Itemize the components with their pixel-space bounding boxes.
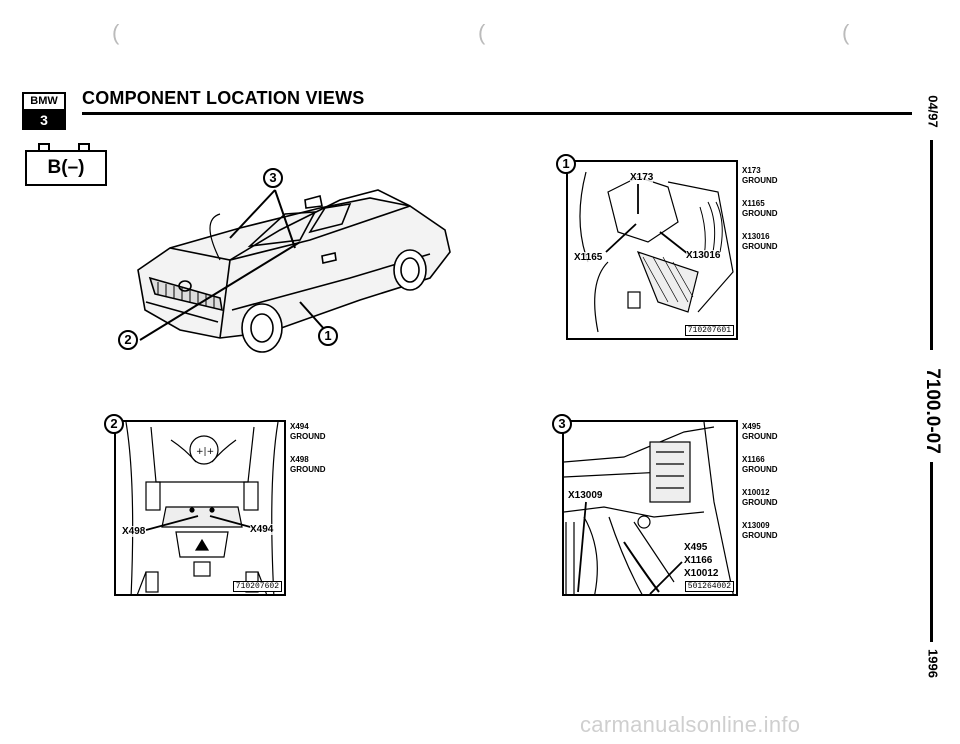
- legend-code: X173: [742, 166, 761, 175]
- legend-code: X13016: [742, 232, 770, 241]
- svg-text:+|+: +|+: [196, 447, 214, 457]
- legend-desc: GROUND: [742, 498, 778, 507]
- battery-negative-symbol: B(–): [25, 150, 107, 186]
- part-number: 710207601: [684, 325, 734, 336]
- scan-mark: (: [478, 20, 486, 45]
- label-x13009: X13009: [568, 490, 603, 501]
- detail-panel-2: +|+ X498 X494 710207602: [114, 420, 286, 596]
- bmw-3-series-logo: BMW 3: [22, 92, 66, 130]
- battery-terminal-icon: [38, 143, 50, 150]
- side-doc-code: 7100.0-07: [922, 368, 943, 454]
- legend-desc: GROUND: [742, 531, 778, 540]
- side-year: 1996: [925, 649, 941, 678]
- legend-desc: GROUND: [290, 432, 326, 441]
- label-x13016: X13016: [686, 250, 721, 261]
- logo-series-text: 3: [24, 111, 64, 130]
- label-x498: X498: [122, 526, 146, 537]
- legend-code: X498: [290, 455, 309, 464]
- car-overview-illustration: [137, 189, 451, 353]
- legend-desc: GROUND: [742, 209, 778, 218]
- label-x494: X494: [250, 524, 274, 535]
- panel-2-callout: 2: [104, 414, 124, 434]
- legend-desc: GROUND: [742, 432, 778, 441]
- legend-desc: GROUND: [742, 465, 778, 474]
- label-x495: X495: [684, 542, 708, 553]
- panel-3-illustration: [564, 422, 734, 594]
- label-x10012: X10012: [684, 568, 719, 579]
- label-x173: X173: [630, 172, 654, 183]
- logo-brand-text: BMW: [24, 94, 64, 111]
- label-x1166: X1166: [684, 555, 713, 566]
- panel-1-illustration: [579, 171, 734, 333]
- scan-mark: (: [842, 20, 850, 45]
- legend-code: X10012: [742, 488, 770, 497]
- side-rule: [930, 462, 933, 642]
- panel-3-callout: 3: [552, 414, 572, 434]
- battery-terminal-icon: [78, 143, 90, 150]
- legend-desc: GROUND: [742, 176, 778, 185]
- legend-code: X1166: [742, 455, 765, 464]
- label-x1165: X1165: [574, 252, 603, 263]
- part-number: 710207602: [232, 581, 282, 592]
- legend-code: X13009: [742, 521, 770, 530]
- callout-3: 3: [263, 168, 283, 188]
- part-number: 501264002: [684, 581, 734, 592]
- callout-1: 1: [318, 326, 338, 346]
- callout-2: 2: [118, 330, 138, 350]
- page-title: COMPONENT LOCATION VIEWS: [82, 88, 365, 108]
- title-rule: [82, 112, 912, 115]
- side-rule: [930, 140, 933, 350]
- panel-1-callout: 1: [556, 154, 576, 174]
- legend-desc: GROUND: [290, 465, 326, 474]
- panel-2-illustration: +|+: [125, 422, 279, 594]
- legend-desc: GROUND: [742, 242, 778, 251]
- detail-panel-3: X13009 X495 X1166 X10012 501264002: [562, 420, 738, 596]
- legend-code: X494: [290, 422, 309, 431]
- legend-code: X1165: [742, 199, 765, 208]
- footer-watermark: carmanualsonline.info: [580, 712, 801, 737]
- side-date: 04/97: [925, 95, 941, 128]
- legend-code: X495: [742, 422, 761, 431]
- scan-mark: (: [112, 20, 120, 45]
- detail-panel-1: X173 X1165 X13016 710207601: [566, 160, 738, 340]
